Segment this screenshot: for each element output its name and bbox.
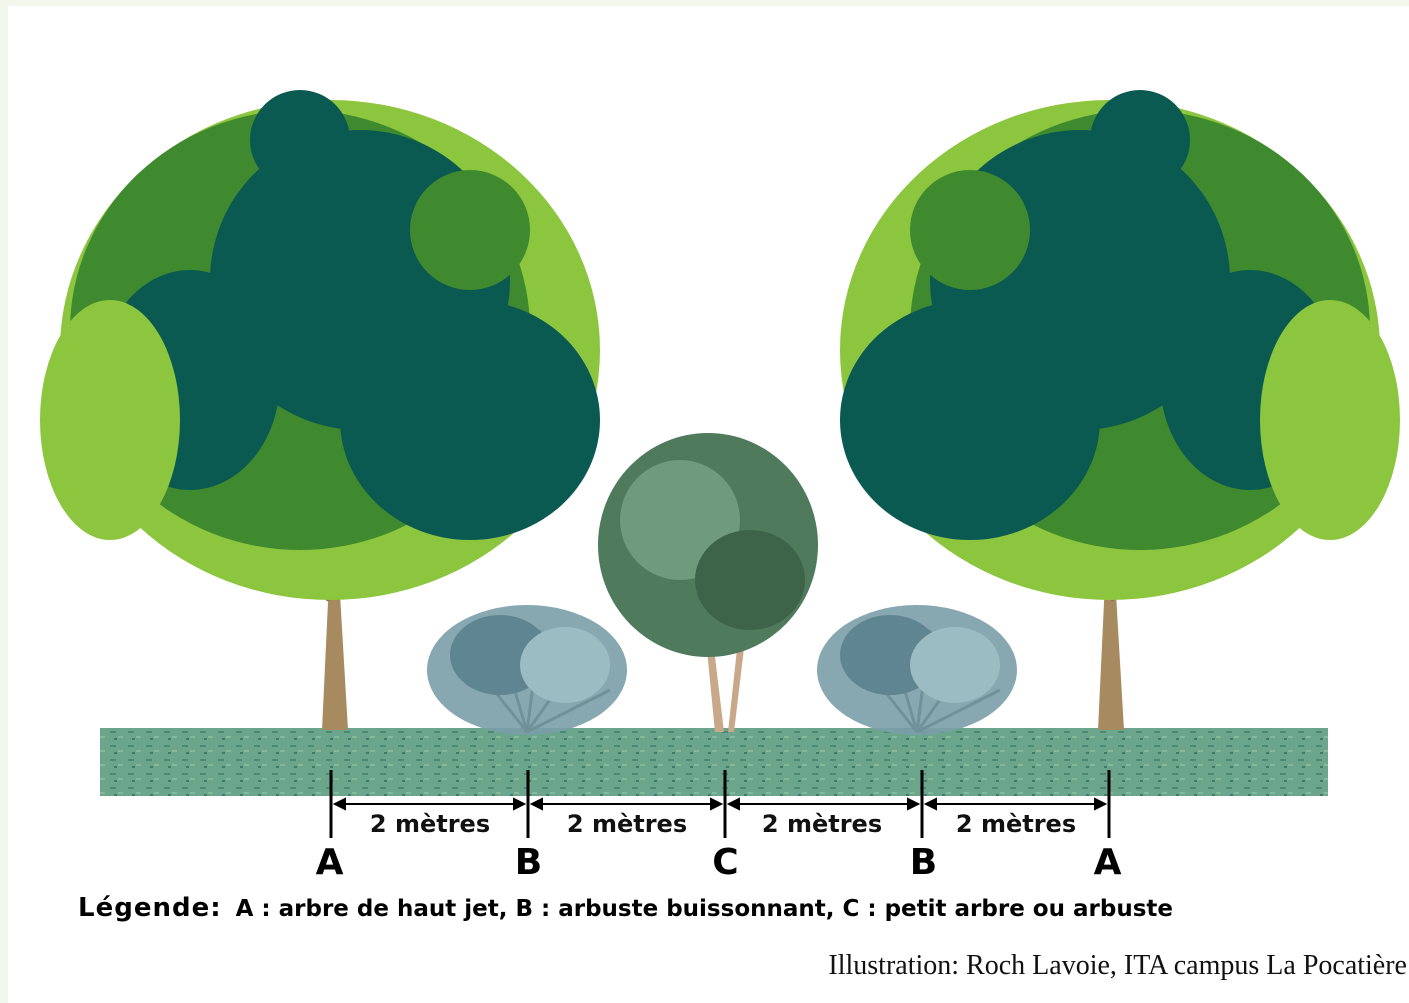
spacing-label-4: 2 mètres	[926, 810, 1106, 838]
legend: Légende: A : arbre de haut jet, B : arbu…	[78, 893, 1173, 923]
position-letter-c: C	[696, 842, 756, 883]
legend-title: Légende:	[78, 893, 222, 923]
ground-strip	[100, 728, 1328, 796]
shrub-right	[817, 605, 1017, 735]
position-letter-a-left: A	[300, 842, 360, 883]
shrub-left	[427, 605, 627, 735]
illustration-credit: Illustration: Roch Lavoie, ITA campus La…	[828, 950, 1407, 982]
small-tree-center	[598, 433, 818, 732]
spacing-label-1: 2 mètres	[340, 810, 520, 838]
legend-text: A : arbre de haut jet, B : arbuste buiss…	[236, 896, 1173, 922]
spacing-label-3: 2 mètres	[732, 810, 912, 838]
position-letter-b-left: B	[499, 842, 559, 883]
position-letter-a-right: A	[1078, 842, 1138, 883]
dimension-arrows	[335, 799, 1105, 809]
spacing-label-2: 2 mètres	[537, 810, 717, 838]
position-letter-b-right: B	[894, 842, 954, 883]
